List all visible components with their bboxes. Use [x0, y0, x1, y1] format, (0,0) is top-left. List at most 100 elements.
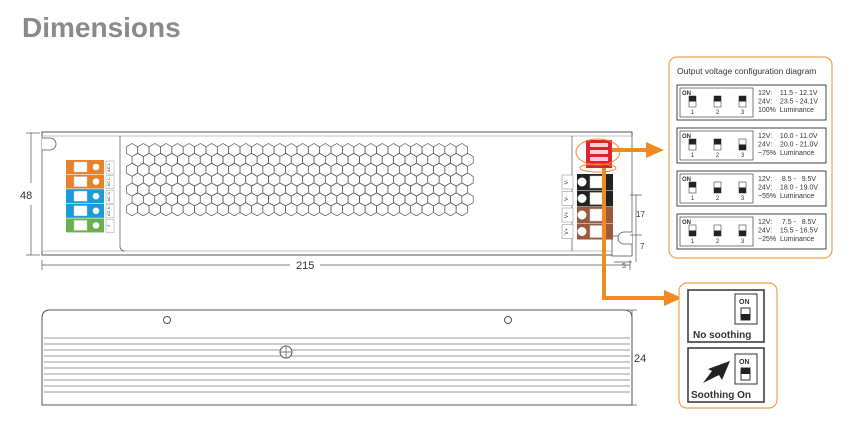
- vent-hole: [239, 202, 252, 217]
- config-spec-line: ~25% Luminance: [758, 236, 814, 243]
- input-terminal-block: AC L AC L AC N AC N ⏚: [66, 160, 115, 233]
- input-terminal[interactable]: AC N: [66, 189, 115, 204]
- config-spec-line: 100% Luminance: [758, 107, 814, 114]
- vent-hole: [273, 202, 286, 217]
- svg-text:ON: ON: [682, 134, 691, 140]
- vent-hole: [342, 202, 355, 217]
- dim-notch-offset: 7: [640, 242, 645, 251]
- config-title: Output voltage configuration diagram: [677, 66, 816, 76]
- config-spec-line: 24V: 20.0 - 21.0V: [758, 142, 818, 149]
- mount-notch-right: [617, 231, 632, 245]
- vent-hole: [251, 202, 264, 217]
- top-view: AC L AC L AC N AC N ⏚ V- V- V+ V+ 48 215 17 7 5: [20, 131, 645, 406]
- svg-text:1: 1: [691, 196, 695, 202]
- svg-text:ON: ON: [739, 359, 750, 366]
- svg-text:ON: ON: [739, 299, 750, 306]
- input-terminal[interactable]: AC L: [66, 174, 115, 189]
- vent-hole: [364, 202, 377, 217]
- input-terminal-label: AC N: [106, 192, 111, 202]
- arrow-cursor-icon: [703, 361, 730, 383]
- dim-pitch: 17: [636, 210, 645, 219]
- svg-text:2: 2: [716, 239, 720, 245]
- dim-length: 215: [296, 260, 314, 272]
- config-spec-line: 24V: 23.5 - 24.1V: [758, 99, 818, 106]
- config-row: ON 1 2 3 12V: 11.5 - 12.1V 24V: 23.5 - 24.1V1…: [676, 84, 827, 121]
- vent-hole: [296, 202, 309, 217]
- svg-text:1: 1: [691, 239, 695, 245]
- svg-text:ON: ON: [682, 91, 691, 97]
- vent-hole: [205, 202, 218, 217]
- svg-text:2: 2: [716, 110, 720, 116]
- output-terminal-label: V+: [564, 228, 570, 234]
- svg-text:3: 3: [741, 239, 745, 245]
- vent-hole: [194, 202, 207, 217]
- vent-hole: [160, 202, 173, 217]
- input-terminal[interactable]: AC L: [66, 160, 115, 175]
- vent-hole: [444, 202, 457, 217]
- dip-switch[interactable]: [575, 138, 621, 173]
- vent-hole: [228, 202, 241, 217]
- vent-hole: [387, 202, 400, 217]
- vent-hole: [421, 202, 434, 217]
- config-spec-line: 24V: 15.5 - 16.5V: [758, 228, 818, 235]
- vent-grid: [126, 143, 474, 217]
- vent-hole: [148, 202, 161, 217]
- svg-text:2: 2: [716, 196, 720, 202]
- vent-hole: [410, 202, 423, 217]
- dim-height: 48: [20, 190, 32, 202]
- dim-side-height: 24: [634, 353, 646, 365]
- config-spec-line: ~55% Luminance: [758, 193, 814, 200]
- input-terminal-label: ⏚: [105, 224, 111, 228]
- config-spec-line: ~75% Luminance: [758, 150, 814, 157]
- arrow-right-icon: [664, 290, 682, 306]
- vent-hole: [353, 202, 366, 217]
- config-spec-line: 12V: 7.5 - 8.5V: [758, 219, 816, 226]
- no-soothing-label: No soothing: [693, 330, 751, 341]
- vent-hole: [376, 202, 389, 217]
- svg-text:3: 3: [741, 153, 745, 159]
- callout-arrows: [602, 142, 682, 306]
- input-terminal-label: AC N: [106, 206, 111, 216]
- arrow-right-icon: [646, 142, 664, 158]
- svg-text:2: 2: [716, 153, 720, 159]
- vent-hole: [319, 202, 332, 217]
- side-view: 24: [41, 309, 646, 406]
- vent-hole: [137, 202, 150, 217]
- input-terminal-label: AC L: [106, 177, 111, 187]
- input-terminal[interactable]: AC N: [66, 203, 115, 219]
- page-title: Dimensions: [22, 12, 181, 43]
- svg-text:ON: ON: [682, 220, 691, 226]
- input-terminal-label: AC L: [106, 162, 111, 172]
- output-terminal-label: V-: [564, 179, 570, 184]
- vent-hole: [171, 202, 184, 217]
- soothing-panel: ON No soothing ON Soothing On: [678, 282, 778, 409]
- dim-notch-width: 5: [622, 263, 626, 270]
- svg-text:ON: ON: [682, 177, 691, 183]
- output-terminal-label: V+: [564, 212, 570, 218]
- vent-hole: [308, 202, 320, 217]
- vent-hole: [262, 202, 275, 217]
- vent-hole: [217, 202, 229, 217]
- vent-hole: [182, 202, 195, 217]
- mount-notch-left: [42, 137, 57, 151]
- output-terminal-label: V-: [564, 196, 570, 201]
- vent-hole: [455, 202, 468, 217]
- vent-hole: [285, 202, 298, 217]
- config-row: ON 1 2 3 12V: 7.5 - 8.5V 24V: 15.5 - 16.5V~25…: [676, 213, 827, 250]
- config-spec-line: 24V: 18.0 - 19.0V: [758, 185, 818, 192]
- soothing-on-label: Soothing On: [691, 390, 751, 401]
- config-panel: Output voltage configuration diagram ON 1…: [668, 56, 833, 259]
- svg-text:3: 3: [741, 196, 745, 202]
- config-spec-line: 12V: 11.5 - 12.1V: [758, 90, 818, 97]
- vent-hole: [330, 202, 343, 217]
- vent-hole: [126, 202, 138, 217]
- vent-hole: [433, 202, 446, 217]
- svg-text:3: 3: [741, 110, 745, 116]
- svg-text:1: 1: [691, 110, 695, 116]
- svg-text:1: 1: [691, 153, 695, 159]
- input-terminal[interactable]: ⏚: [66, 218, 115, 233]
- vent-hole: [399, 202, 411, 217]
